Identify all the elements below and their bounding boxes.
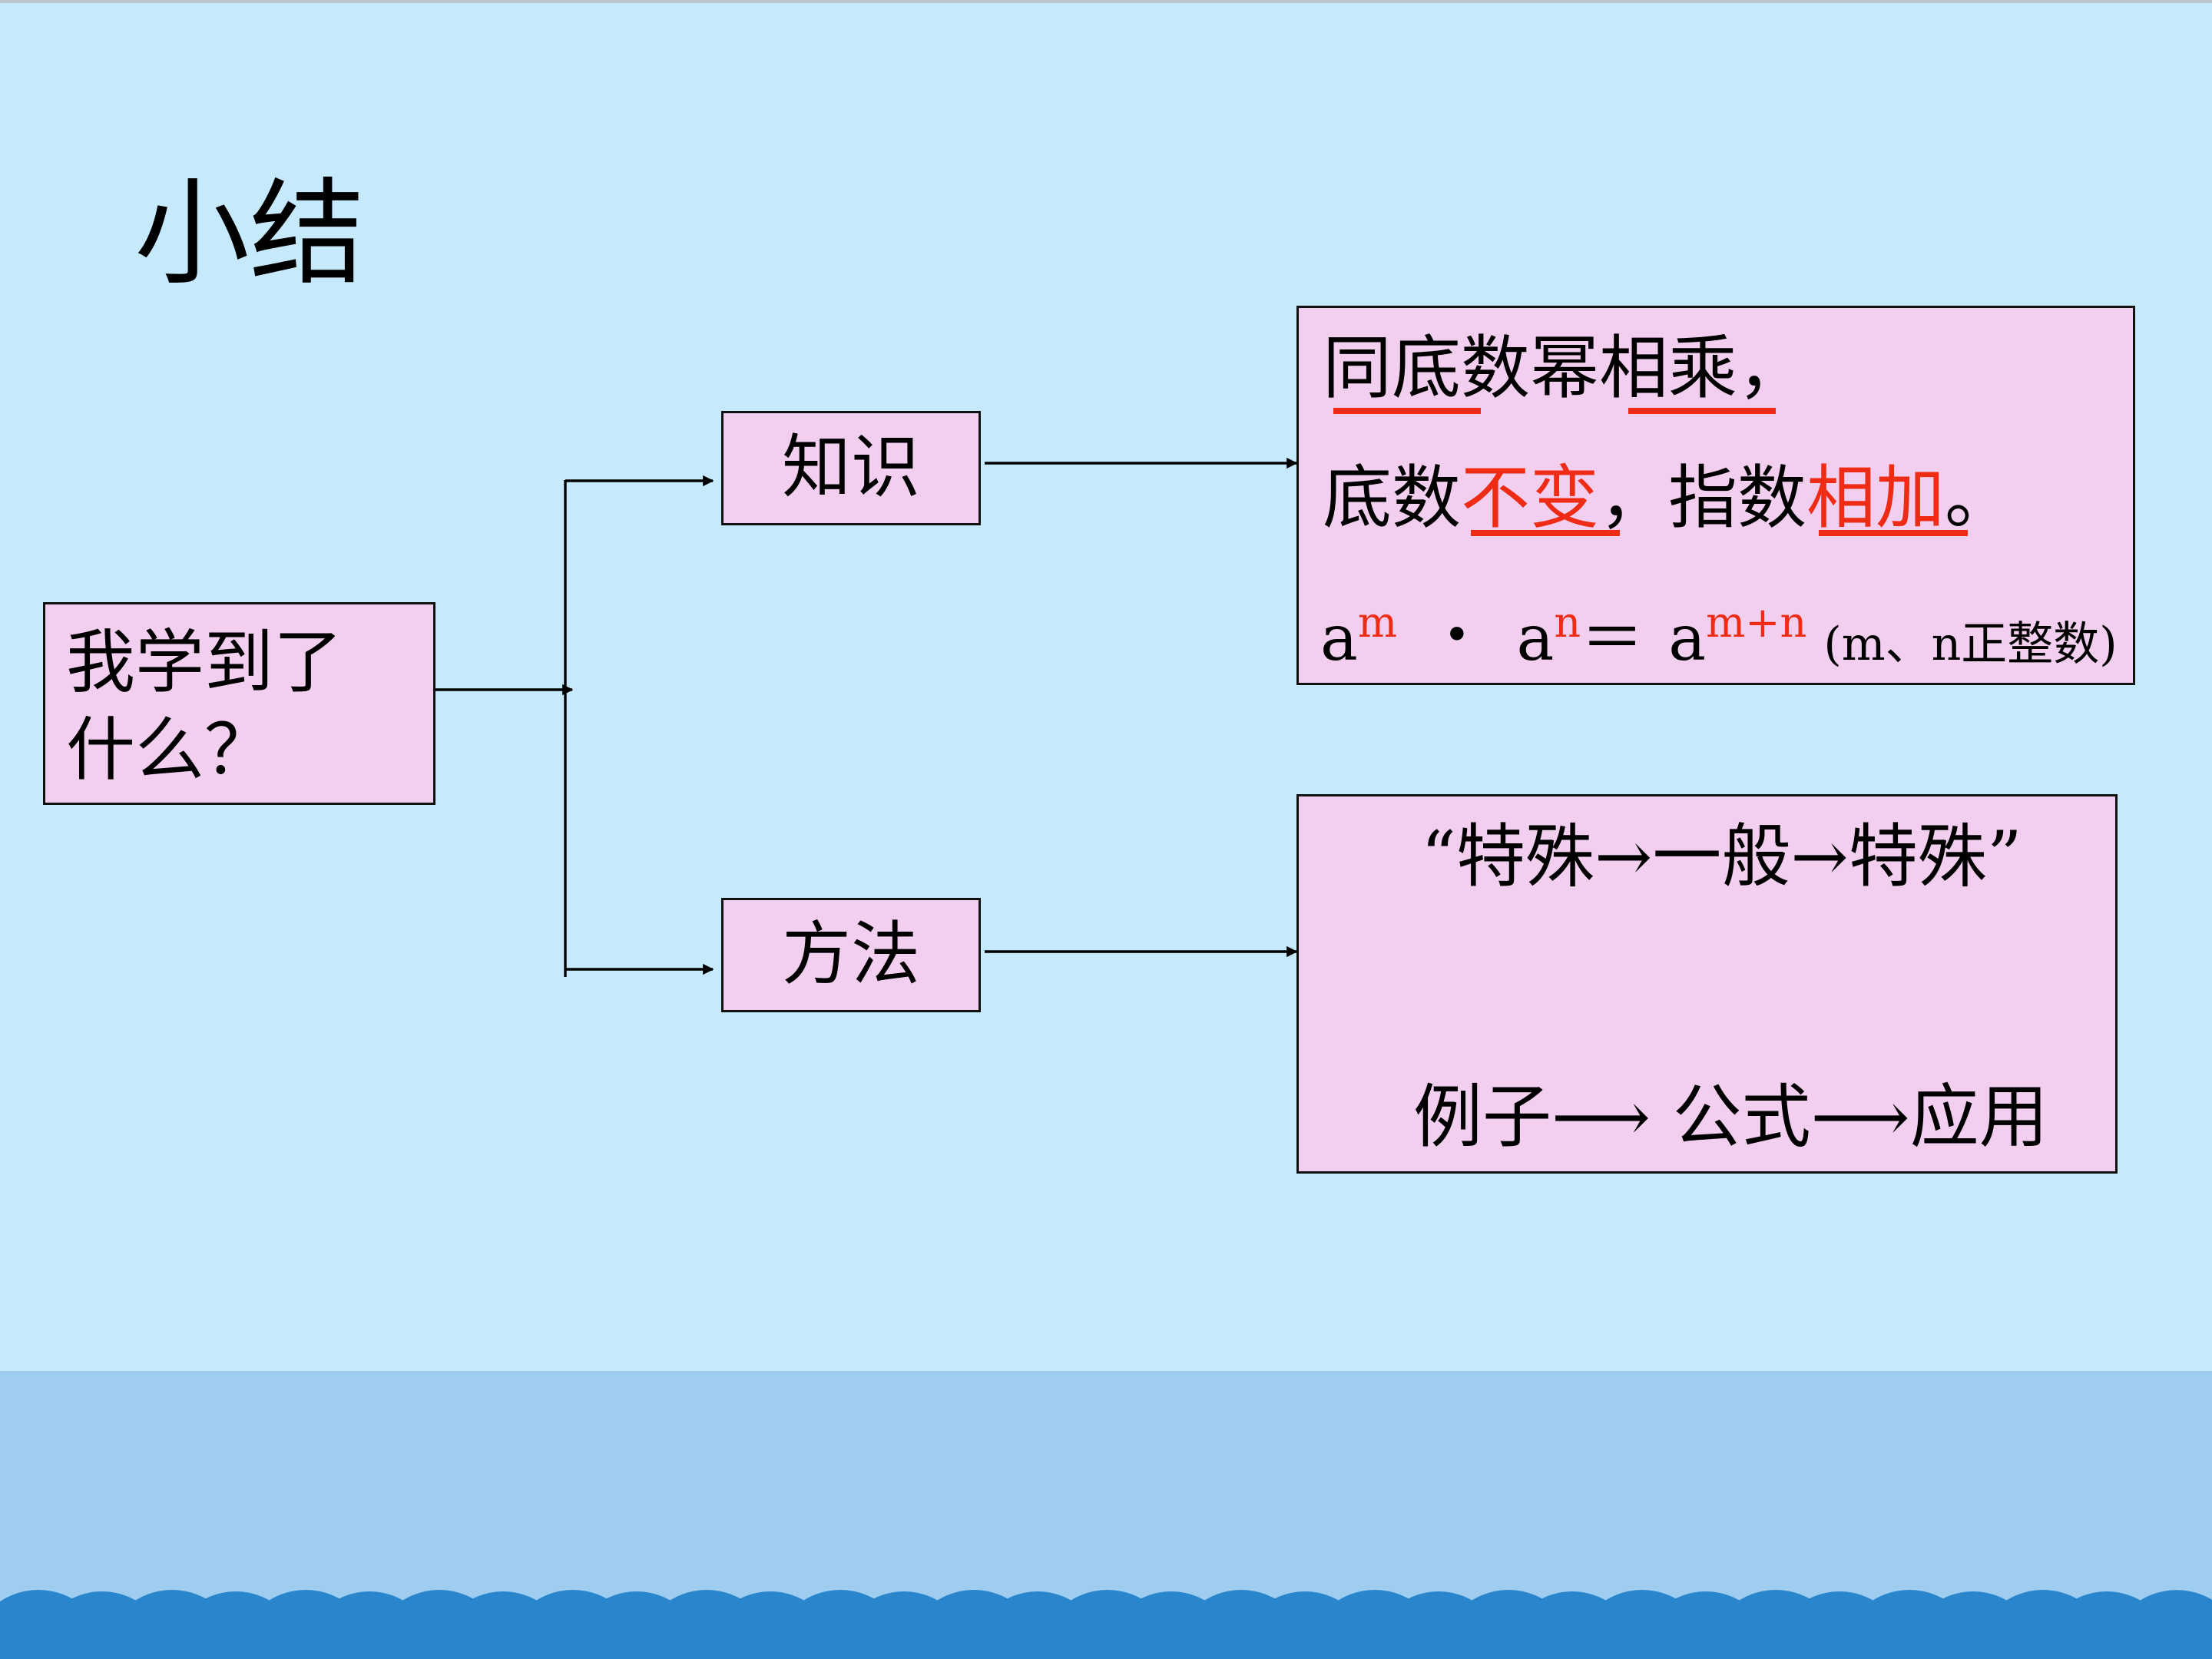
slide-title: 小结 (134, 167, 366, 301)
method-box (721, 898, 981, 1012)
rule-text-base: 底数 (1323, 458, 1461, 538)
power-formula: am•an＝am+n(m、n正整数) (1320, 598, 2118, 684)
formula-base-1: a (1320, 602, 1358, 675)
rule-line-2: 底数不变，指数相加。 (1323, 455, 2014, 542)
method-summary-top: “特殊→一般→特殊” (1421, 816, 2022, 897)
underline-unchanged (1471, 530, 1620, 536)
top-border (0, 0, 2212, 3)
rule-text-exponent: ，指数 (1599, 458, 1806, 538)
method-label: 方法 (782, 914, 920, 995)
root-question-line2: 什么？ (66, 710, 273, 790)
formula-dot: • (1443, 608, 1471, 662)
rule-box (1296, 306, 2135, 685)
formula-equals: ＝ (1581, 602, 1644, 675)
arrow-2-icon: ⟶ (1810, 1077, 1910, 1157)
underline-multiply (1628, 408, 1776, 414)
rule-text-same-base: 同底数 (1323, 328, 1530, 409)
formula-base-3: a (1668, 602, 1707, 675)
method-text-formula: 公式 (1651, 1077, 1811, 1157)
wave-decoration (0, 1582, 2212, 1659)
rule-text-multiply: 相乘 (1599, 328, 1737, 409)
rule-text-comma: ， (1737, 328, 1806, 409)
method-summary-box (1296, 794, 2118, 1174)
formula-exponent-sum: m+n (1706, 598, 1807, 647)
rule-text-unchanged: 不变 (1461, 458, 1599, 538)
formula-exponent-m: m (1357, 598, 1398, 647)
root-box (43, 602, 435, 805)
rule-line-1: 同底数幂相乘， (1323, 325, 1806, 412)
knowledge-box (721, 411, 981, 525)
rule-text-period: 。 (1945, 458, 2014, 538)
method-summary-bottom: 例子⟶ 公式⟶应用 (1413, 1074, 2048, 1161)
formula-base-2: a (1516, 602, 1555, 675)
formula-condition: (m、n正整数) (1823, 618, 2118, 671)
underline-same-base (1333, 408, 1481, 414)
method-text-application: 应用 (1909, 1077, 2048, 1157)
rule-text-power: 幂 (1530, 328, 1599, 409)
knowledge-label: 知识 (782, 427, 920, 508)
root-question-line1: 我学到了 (66, 622, 343, 703)
formula-exponent-n: n (1554, 598, 1581, 647)
arrow-1-icon: ⟶ (1551, 1077, 1651, 1157)
method-text-example: 例子 (1413, 1077, 1551, 1157)
rule-text-add: 相加 (1806, 458, 1945, 538)
underline-add (1819, 530, 1968, 536)
